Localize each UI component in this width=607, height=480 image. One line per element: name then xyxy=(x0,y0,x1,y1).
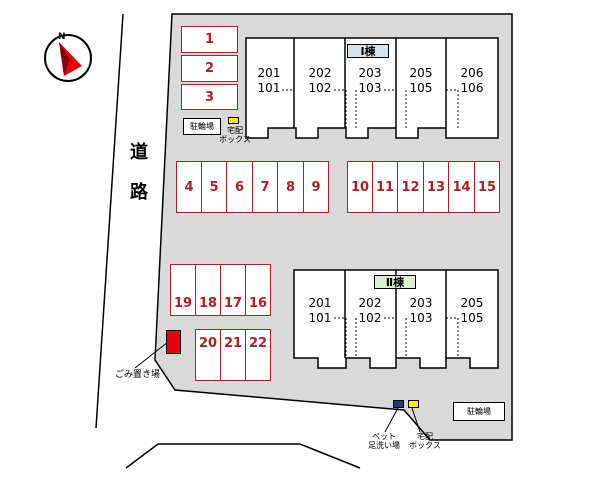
parking-slot-7: 7 xyxy=(252,161,278,213)
building-1-partitions xyxy=(293,38,447,128)
parking-slot-6: 6 xyxy=(226,161,253,213)
garbage-area-label: ごみ置き場 xyxy=(115,370,161,380)
parking-slot-19: 19 xyxy=(170,264,196,316)
compass-letter: N xyxy=(58,32,66,42)
pet-wash-leader-line xyxy=(384,407,399,433)
parking-slot-20: 20 xyxy=(195,329,221,381)
parking-slot-5: 5 xyxy=(201,161,227,213)
parking-slot-9: 9 xyxy=(303,161,329,213)
delivery-box-1-label: 宅配ボックス xyxy=(219,126,251,144)
parking-slot-3: 3 xyxy=(181,84,238,110)
parking-slot-8: 8 xyxy=(277,161,304,213)
parking-slot-17: 17 xyxy=(220,264,246,316)
road-char-2: 路 xyxy=(130,182,148,203)
parking-slot-4: 4 xyxy=(176,161,202,213)
compass-north-icon xyxy=(44,34,92,82)
delivery-box-2-label: 宅配ボックス xyxy=(409,432,441,450)
parking-slot-21: 21 xyxy=(220,329,246,381)
building-1 xyxy=(245,37,499,139)
garbage-area-marker xyxy=(166,330,181,354)
pet-wash-label: ペット足洗い場 xyxy=(368,432,400,450)
building-1-tag: Ⅰ棟 xyxy=(347,44,389,58)
building-1-doors xyxy=(282,89,459,128)
parking-slot-2: 2 xyxy=(181,55,238,82)
delivery-box-1-marker xyxy=(228,117,239,124)
parking-slot-13: 13 xyxy=(423,161,449,213)
parking-slot-18: 18 xyxy=(195,264,221,316)
delivery-box-2-marker xyxy=(408,400,419,408)
garbage-leader-line xyxy=(134,341,169,369)
road-char-1: 道 xyxy=(130,142,148,163)
parking-slot-16: 16 xyxy=(245,264,271,316)
parking-slot-10: 10 xyxy=(347,161,373,213)
parking-slot-22: 22 xyxy=(245,329,271,381)
parking-slot-11: 11 xyxy=(372,161,398,213)
building-2-tag: Ⅱ棟 xyxy=(374,275,416,289)
parking-slot-14: 14 xyxy=(448,161,475,213)
bike-parking-1: 駐輪場 xyxy=(183,118,221,135)
bike-parking-2: 駐輪場 xyxy=(453,402,505,421)
building-2-doors xyxy=(334,317,459,358)
parking-slot-1: 1 xyxy=(181,26,238,53)
delivery-box-2-leader-line xyxy=(411,407,421,433)
road-edge-top xyxy=(95,13,124,429)
pet-wash-marker xyxy=(393,400,404,408)
parking-slot-15: 15 xyxy=(474,161,500,213)
road-edge-bottom xyxy=(125,443,361,469)
parking-slot-12: 12 xyxy=(397,161,424,213)
